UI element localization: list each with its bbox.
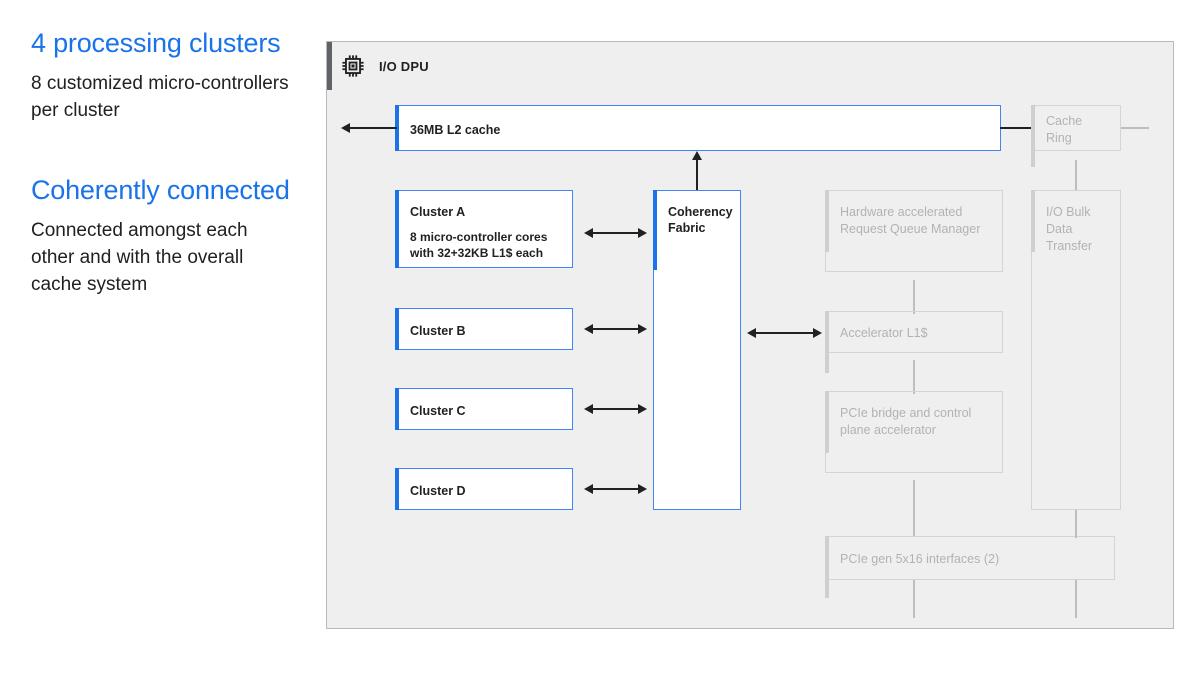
node-pcie-interfaces[interactable]: PCIe gen 5x16 interfaces (2) xyxy=(825,536,1115,598)
line-fabric-to-accel xyxy=(755,332,813,334)
node-cluster-c-label: Cluster C xyxy=(410,403,466,418)
node-io-bulk-data-transfer[interactable]: I/O Bulk Data Transfer xyxy=(1031,190,1121,510)
body-coherently-connected: Connected amongst each other and with th… xyxy=(31,220,248,295)
copy-block-coherently-connected: Coherently connected Connected amongst e… xyxy=(31,173,293,298)
arrowhead-cluster-d-left xyxy=(584,484,593,494)
node-pcie-interfaces-label: PCIe gen 5x16 interfaces (2) xyxy=(840,552,1000,566)
copy-block-processing-clusters: 4 processing clusters 8 customized micro… xyxy=(31,26,293,124)
line-io-bulk-to-cache-ring xyxy=(1075,160,1077,190)
node-l2-cache[interactable]: 36MB L2 cache xyxy=(395,105,1001,151)
line-l2-to-cache-ring xyxy=(1000,127,1031,129)
arrowhead-cluster-b-left xyxy=(584,324,593,334)
line-pcie-bridge-to-ifaces xyxy=(913,480,915,536)
node-cluster-a-label: Cluster A xyxy=(410,205,466,219)
panel-accent-bar xyxy=(327,42,332,90)
node-coherency-fabric-label: Coherency Fabric xyxy=(668,205,733,235)
line-cache-ring-out-right xyxy=(1121,127,1149,129)
node-accelerator-l1-label: Accelerator L1$ xyxy=(840,326,928,340)
node-l2-cache-label: 36MB L2 cache xyxy=(410,122,501,137)
line-cluster-a-fabric xyxy=(592,232,638,234)
arrowhead-cluster-a-right xyxy=(638,228,647,238)
arrowhead-l2-left xyxy=(341,123,350,133)
headline-processing-clusters: 4 processing clusters xyxy=(31,28,281,58)
arrowhead-fabric-accel-right xyxy=(813,328,822,338)
node-cache-ring[interactable]: Cache Ring xyxy=(1031,105,1121,167)
body-processing-clusters: 8 customized micro-controllers per clust… xyxy=(31,73,289,121)
io-dpu-diagram-panel: I/O DPU 36MB L2 cache Cluster A 8 micro-… xyxy=(326,41,1174,629)
node-accelerator-l1[interactable]: Accelerator L1$ xyxy=(825,311,1003,373)
line-cluster-b-fabric xyxy=(592,328,638,330)
arrowhead-cluster-d-right xyxy=(638,484,647,494)
panel-title: I/O DPU xyxy=(379,58,429,74)
arrowhead-fabric-accel-left xyxy=(747,328,756,338)
node-cluster-c[interactable]: Cluster C xyxy=(395,388,573,430)
line-pcie-iface-out-left xyxy=(913,580,915,618)
arrowhead-cluster-c-right xyxy=(638,404,647,414)
line-l2-to-left xyxy=(349,127,397,129)
node-pcie-bridge-label: PCIe bridge and control plane accelerato… xyxy=(840,406,972,437)
line-fabric-to-l2 xyxy=(696,159,698,190)
arrowhead-cluster-b-right xyxy=(638,324,647,334)
node-io-bulk-data-transfer-label: I/O Bulk Data Transfer xyxy=(1046,205,1093,253)
node-cluster-d[interactable]: Cluster D xyxy=(395,468,573,510)
node-coherency-fabric[interactable]: Coherency Fabric xyxy=(653,190,741,510)
node-request-queue-manager-label: Hardware accelerated Request Queue Manag… xyxy=(840,205,981,236)
node-cluster-d-label: Cluster D xyxy=(410,483,466,498)
line-cluster-c-fabric xyxy=(592,408,638,410)
arrowhead-cluster-c-left xyxy=(584,404,593,414)
node-pcie-bridge[interactable]: PCIe bridge and control plane accelerato… xyxy=(825,391,1003,473)
node-cluster-b[interactable]: Cluster B xyxy=(395,308,573,350)
headline-coherently-connected: Coherently connected xyxy=(31,175,290,205)
node-request-queue-manager[interactable]: Hardware accelerated Request Queue Manag… xyxy=(825,190,1003,272)
line-rqm-to-accel-l1 xyxy=(913,280,915,314)
node-cluster-a-detail: 8 micro-controller cores with 32+32KB L1… xyxy=(410,230,548,260)
line-io-bulk-to-pcie-ifaces xyxy=(1075,510,1077,538)
node-cache-ring-label: Cache Ring xyxy=(1046,113,1083,145)
line-cluster-d-fabric xyxy=(592,488,638,490)
line-accel-l1-to-pcie-bridge xyxy=(913,360,915,394)
copy-column: 4 processing clusters 8 customized micro… xyxy=(31,26,293,302)
panel-header: I/O DPU xyxy=(340,53,429,79)
node-cluster-a[interactable]: Cluster A 8 micro-controller cores with … xyxy=(395,190,573,268)
node-cluster-b-label: Cluster B xyxy=(410,323,466,338)
line-pcie-iface-out-right xyxy=(1075,580,1077,618)
arrowhead-cluster-a-left xyxy=(584,228,593,238)
chip-icon xyxy=(342,55,364,77)
arrowhead-fabric-to-l2 xyxy=(692,151,702,160)
